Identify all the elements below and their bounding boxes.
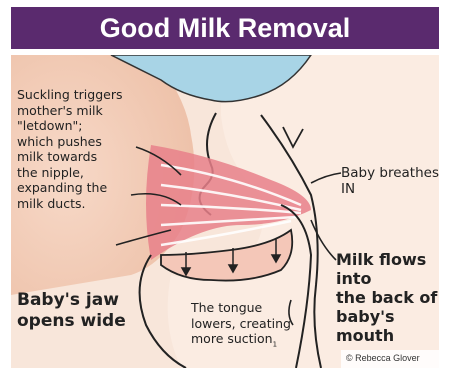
footnote-marker: 1 [273, 341, 277, 349]
label-milk-flows: Milk flows into the back of baby's mouth [336, 250, 439, 345]
copyright-text: © Rebecca Glover [346, 353, 420, 363]
milk-removal-diagram: Suckling triggers mother's milk "letdown… [11, 55, 439, 368]
label-suckling: Suckling triggers mother's milk "letdown… [17, 87, 122, 211]
label-tongue: The tongue lowers, creating more suction… [191, 300, 291, 353]
label-jaw: Baby's jaw opens wide [17, 290, 126, 332]
page-title: Good Milk Removal [11, 7, 439, 49]
label-breathes: Baby breathes IN [341, 165, 439, 197]
